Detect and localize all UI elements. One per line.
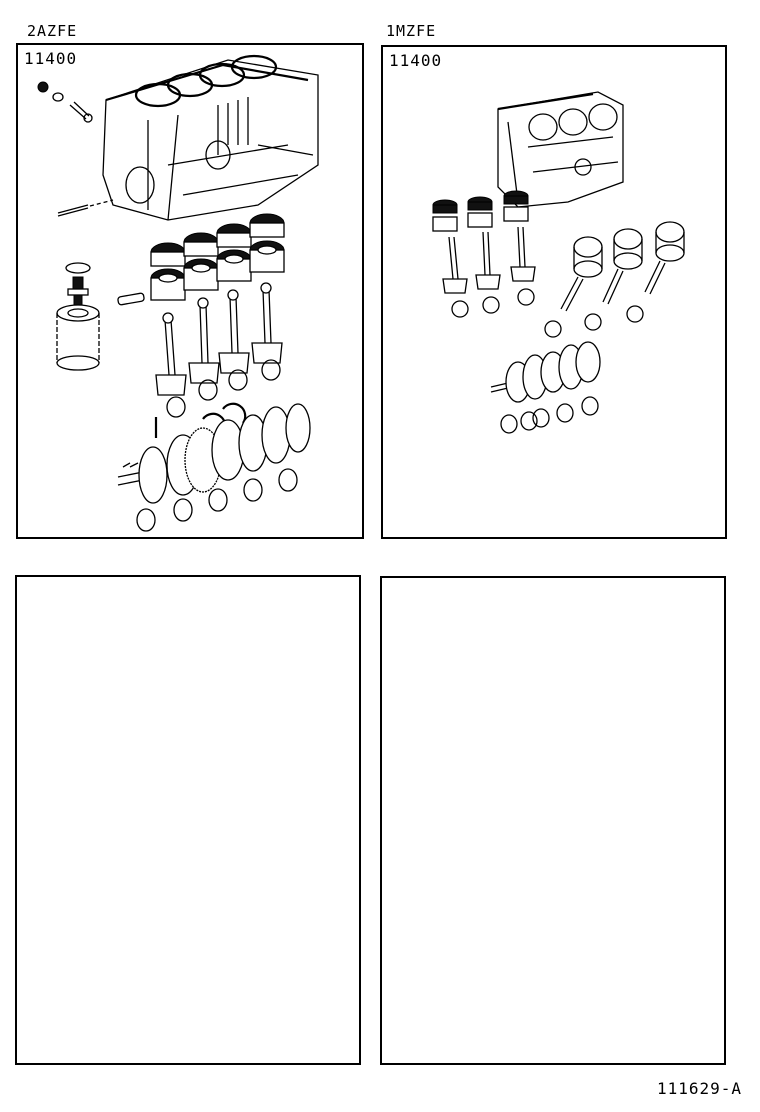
part-code-1mzfe[interactable]: 11400 (389, 51, 443, 70)
cylinder-block-icon (102, 54, 319, 221)
part-code-2azfe[interactable]: 11400 (24, 49, 78, 68)
engine-label-1mzfe: 1MZFE (386, 22, 437, 40)
crankshaft-icon (117, 403, 311, 504)
crankshaft-icon (490, 341, 601, 403)
panel-empty-bottom-right (380, 576, 726, 1065)
rod-bearings-icon (166, 359, 281, 418)
engine-block-illustration-1mzfe[interactable] (383, 47, 725, 537)
main-bearings-icon (500, 396, 599, 434)
pistons-left-bank-icon (432, 190, 529, 232)
panel-empty-bottom-left (15, 575, 361, 1065)
engine-block-illustration-2azfe[interactable] (18, 45, 362, 537)
pistons-right-bank-icon (544, 221, 685, 338)
illustration-code: 111629-A (656, 1079, 742, 1098)
panel-2azfe: 11400 (16, 43, 364, 539)
pistons-icon (150, 213, 285, 301)
oil-filter-icon (56, 262, 100, 371)
connecting-rods-icon (155, 282, 283, 396)
nut-washer-bolt-icon (37, 81, 93, 123)
engine-label-2azfe: 2AZFE (27, 22, 78, 40)
panel-1mzfe: 11400 (381, 45, 727, 539)
piston-pin-icon (117, 292, 145, 306)
stud-bolt-icon (57, 204, 89, 217)
connecting-rods-left-icon (442, 226, 536, 318)
main-bearings-icon (136, 468, 298, 532)
cylinder-block-icon (497, 91, 624, 208)
